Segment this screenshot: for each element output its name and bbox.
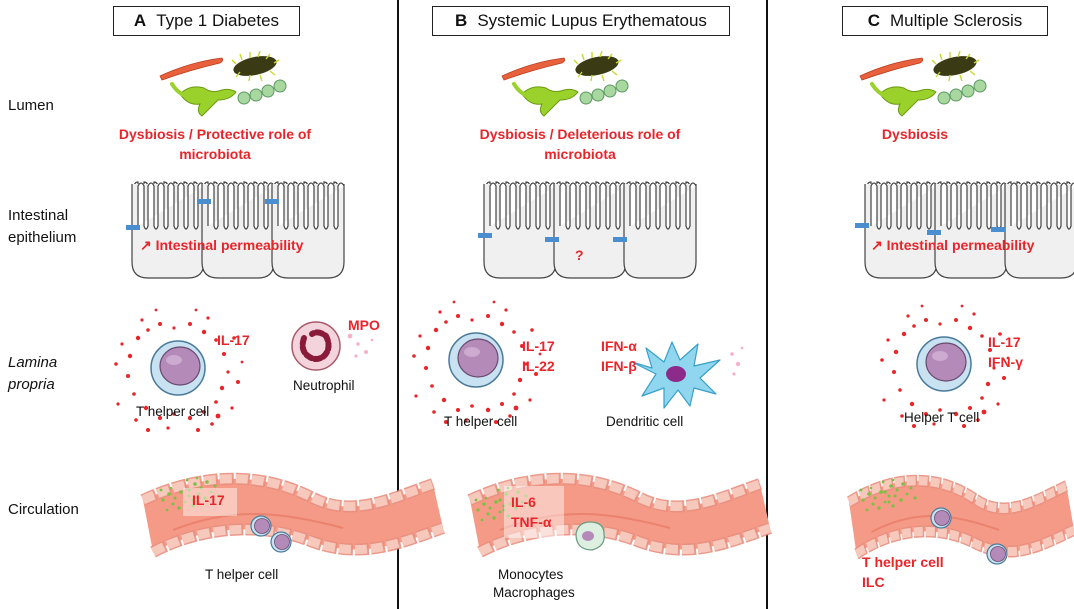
panel-a-circulation-label: T helper cell — [205, 567, 279, 582]
microbiota-illustration-c — [858, 49, 988, 118]
blood-vessel-a — [143, 478, 443, 568]
panel-a-header: A Type 1 Diabetes — [113, 6, 300, 36]
panel-b-header: B Systemic Lupus Erythematous — [432, 6, 730, 36]
panel-a-letter: A — [133, 11, 147, 30]
panel-b-epithelium-text: ? — [575, 247, 584, 263]
row-label-circulation: Circulation — [8, 501, 79, 518]
panel-b-macrophages-label: Macrophages — [493, 585, 575, 600]
panel-b-lumen-text-2: microbiota — [544, 146, 616, 162]
panel-b-title: Systemic Lupus Erythematous — [477, 11, 707, 30]
panel-a-mpo: MPO — [348, 317, 380, 333]
panel-b-letter: B — [455, 11, 468, 30]
row-label-epithelium-2: epithelium — [8, 229, 77, 246]
panel-b-dendritic-label: Dendritic cell — [606, 414, 684, 429]
panel-b-cytokine-il22: IL-22 — [522, 358, 555, 374]
panel-divider-ab — [397, 0, 399, 609]
row-label-lumen: Lumen — [8, 97, 54, 114]
panel-divider-bc — [766, 0, 768, 609]
panel-a-cell-label: T helper cell — [136, 404, 210, 419]
panel-b-ifn-beta: IFN-β — [601, 358, 637, 374]
panel-b-ifn-alpha: IFN-α — [601, 338, 637, 354]
panel-b-cytokine-il17: IL-17 — [522, 338, 555, 354]
panel-c-cytokine-ifng: IFN-γ — [988, 354, 1023, 370]
epithelium-a — [126, 181, 345, 279]
panel-b-monocytes-label: Monocytes — [498, 567, 564, 582]
epithelium-b — [478, 181, 697, 279]
dendritic-cell-b — [631, 341, 744, 409]
panel-b-circulation-tnf: TNF-α — [511, 514, 552, 530]
panel-a-title: Type 1 Diabetes — [156, 11, 280, 30]
blood-vessel-b — [470, 478, 770, 568]
panel-c-circulation-label-2: ILC — [862, 574, 885, 590]
row-label-lamina-2: propria — [8, 376, 55, 393]
panel-c-lumen-text: Dysbiosis — [881, 126, 949, 142]
panel-a-lumen-text-2: microbiota — [179, 146, 251, 162]
t-helper-cell-c — [880, 304, 1010, 428]
microbiota-illustration-a — [158, 49, 288, 118]
row-label-lamina-1: Lamina — [8, 354, 58, 371]
panel-c-title: Multiple Sclerosis — [890, 11, 1023, 30]
panel-c-cell-label: Helper T cell — [904, 410, 980, 425]
epithelium-c — [855, 181, 1074, 279]
panel-c-cytokine-il17: IL-17 — [988, 334, 1021, 350]
panel-c-epithelium-text: ↗ Intestinal permeability — [871, 237, 1035, 253]
microbiota-illustration-b — [500, 49, 630, 118]
panel-b-cell-label: T helper cell — [444, 414, 518, 429]
panel-c-header: C Multiple Sclerosis — [842, 6, 1048, 36]
panel-a-lumen-text-1: Dysbiosis / Protective role of — [118, 126, 312, 142]
panel-c-circulation-label-1: T helper cell — [862, 554, 944, 570]
panel-a-cytokine-il17: IL-17 — [217, 332, 250, 348]
panel-a-neutrophil-label: Neutrophil — [293, 378, 355, 393]
t-helper-cell-a — [114, 308, 244, 432]
panel-b-lumen-text-1: Dysbiosis / Deleterious role of — [479, 126, 681, 142]
panel-c-letter: C — [867, 11, 880, 30]
panel-a-circulation-il17: IL-17 — [192, 492, 225, 508]
neutrophil-a — [291, 321, 374, 371]
panel-b-circulation-il6: IL-6 — [511, 494, 536, 510]
t-helper-cell-b — [412, 300, 542, 424]
panel-a-epithelium-text: ↗ Intestinal permeability — [140, 237, 304, 253]
row-label-epithelium-1: Intestinal — [8, 207, 69, 224]
